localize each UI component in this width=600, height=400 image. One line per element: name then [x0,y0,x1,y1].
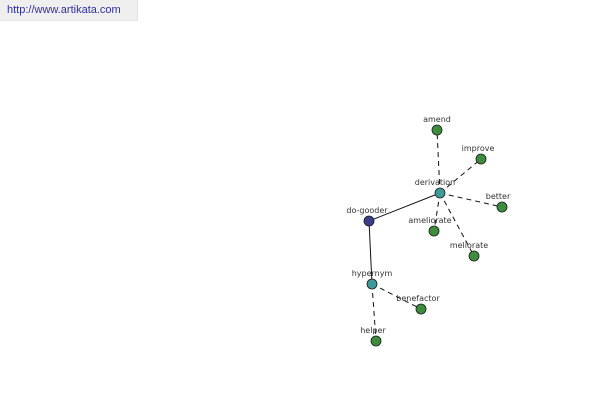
node-circle-amend[interactable] [431,124,443,136]
node-circle-hypernym[interactable] [366,278,378,290]
node-meliorate[interactable]: meliorate [450,241,488,262]
node-hypernym[interactable]: hypernym [352,269,393,290]
edge-derivation-to-amend [436,129,441,194]
edge-hypernym-to-benefactor [371,283,422,310]
node-circle-improve[interactable] [475,153,487,165]
node-circle-better[interactable] [496,201,508,213]
graph-edges [368,129,503,342]
node-derivation[interactable]: derivation [415,178,455,199]
node-label-derivation: derivation [415,178,455,187]
node-label-better: better [486,192,511,201]
node-circle-benefactor[interactable] [415,303,427,315]
site-url-link[interactable]: http://www.artikata.com [7,4,121,16]
node-amend[interactable]: amend [423,115,451,136]
edge-do-gooder-to-derivation [368,192,441,222]
node-improve[interactable]: improve [462,144,495,165]
node-circle-derivation[interactable] [434,187,446,199]
edge-derivation-to-ameliorate [433,192,441,232]
node-circle-helper[interactable] [370,335,382,347]
node-circle-ameliorate[interactable] [428,225,440,237]
edge-hypernym-to-helper [371,283,377,342]
edge-derivation-to-better [439,192,503,208]
node-label-benefactor: benefactor [396,294,440,303]
node-label-hypernym: hypernym [352,269,393,278]
node-label-helper: helper [360,326,386,335]
url-bar: http://www.artikata.com [0,0,138,21]
edge-derivation-to-meliorate [439,192,475,257]
node-circle-do-gooder[interactable] [363,215,375,227]
node-label-ameliorate: ameliorate [408,216,451,225]
edge-derivation-to-improve [439,158,482,194]
node-label-amend: amend [423,115,451,124]
node-label-meliorate: meliorate [450,241,488,250]
node-better[interactable]: better [486,192,511,213]
node-benefactor[interactable]: benefactor [396,294,440,315]
node-label-do-gooder: do-gooder [346,206,388,215]
edge-do-gooder-to-hypernym [368,220,373,285]
node-ameliorate[interactable]: ameliorate [408,216,452,237]
node-helper[interactable]: helper [360,326,386,347]
node-label-improve: improve [462,144,495,153]
node-circle-meliorate[interactable] [468,250,480,262]
graph-nodes: do-gooder derivation hypernym amend improve b… [346,115,511,347]
node-do-gooder[interactable]: do-gooder [346,206,388,227]
